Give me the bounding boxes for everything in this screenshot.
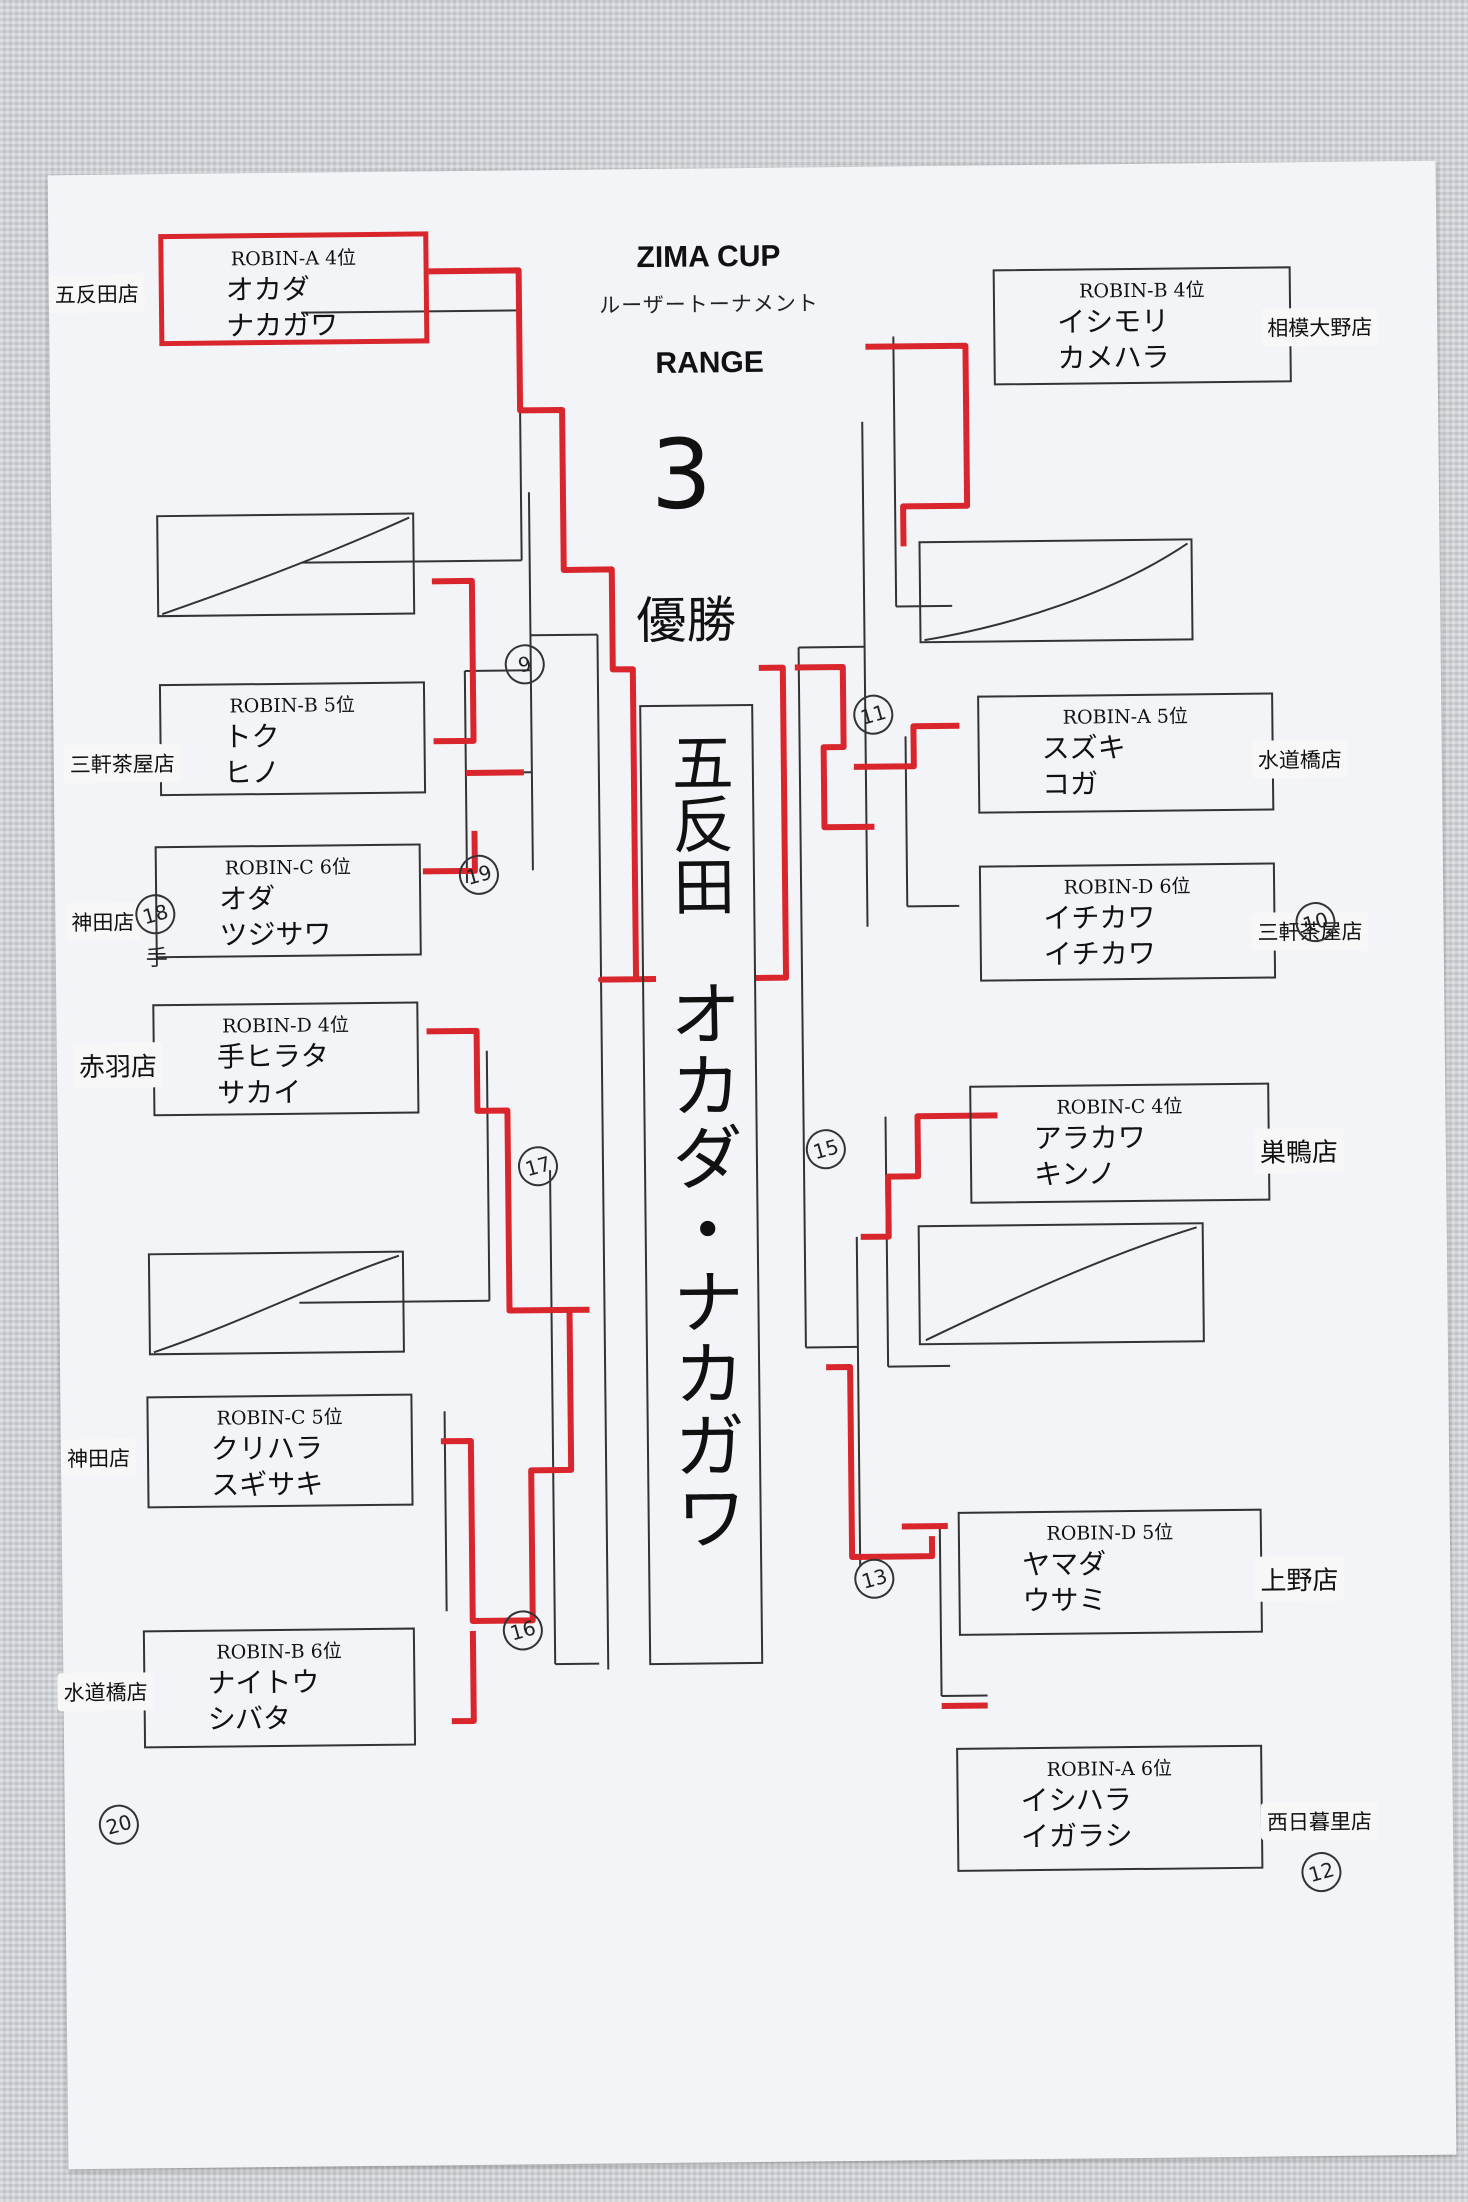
winner-label: 優勝 bbox=[635, 591, 737, 651]
entry-name-1: オカダ bbox=[225, 272, 310, 307]
entry-name-2: カメハラ bbox=[1057, 340, 1170, 375]
entry-name-2: キンノ bbox=[1033, 1157, 1117, 1192]
entry-name-1: オダ bbox=[219, 881, 276, 916]
entry-box-left-5: ROBIN-C 5位 クリハラ スギサキ bbox=[146, 1393, 414, 1509]
entry-name-2: ウサミ bbox=[1022, 1583, 1107, 1618]
entry-box-right-2: ROBIN-A 5位 スズキ コガ bbox=[977, 692, 1275, 814]
entry-box-left-4: ROBIN-D 4位 手ヒラタ サカイ bbox=[152, 1001, 420, 1117]
entry-store-right-6: 西日暮里店 bbox=[1260, 1801, 1379, 1841]
entry-name-1: アラカワ bbox=[1033, 1120, 1146, 1156]
entry-name-2: シバタ bbox=[207, 1701, 292, 1736]
round-number: 3 bbox=[650, 418, 713, 532]
champion-box: 五反田 オカダ・ナカガワ bbox=[639, 703, 764, 1666]
entry-store-left-1: 五反田店 bbox=[48, 274, 146, 314]
entry-store-left-2: 三軒茶屋店 bbox=[63, 743, 181, 784]
entry-box-right-1: ROBIN-B 4位 イシモリ カメハラ bbox=[992, 266, 1292, 386]
entry-store-left-4: 赤羽店 bbox=[72, 1042, 164, 1089]
entry-store-left-3: 神田店 bbox=[65, 902, 141, 942]
entry-store-right-2: 水道橋店 bbox=[1251, 739, 1348, 779]
category-title: RANGE bbox=[655, 345, 764, 380]
entry-box-left-6: ROBIN-B 6位 ナイトウ シバタ bbox=[142, 1627, 417, 1749]
entry-name-1: トク bbox=[223, 719, 280, 754]
champion-store: 五反田 bbox=[660, 730, 736, 917]
entry-store-right-1: 相模大野店 bbox=[1261, 307, 1379, 347]
entry-name-1: イシハラ bbox=[1020, 1783, 1133, 1818]
entry-name-2: スギサキ bbox=[211, 1467, 324, 1502]
entry-name-2: ヒノ bbox=[223, 755, 281, 790]
entry-name-2: イガラシ bbox=[1020, 1819, 1133, 1854]
entry-box-right-3: ROBIN-D 6位 イチカワ イチカワ bbox=[978, 862, 1277, 982]
bracket-lines bbox=[147, 267, 1205, 1725]
entry-rank: ROBIN-C 6位 bbox=[224, 856, 352, 880]
entry-store-right-5: 上野店 bbox=[1254, 1555, 1345, 1602]
entry-store-right-4: 巣鴨店 bbox=[1253, 1127, 1345, 1174]
entry-name-1: スズキ bbox=[1041, 731, 1126, 765]
entry-rank: ROBIN-D 5位 bbox=[1046, 1521, 1174, 1545]
tournament-subtitle: ルーザートーナメント bbox=[599, 291, 819, 318]
entry-name-1: クリハラ bbox=[210, 1431, 324, 1466]
entry-store-left-5: 神田店 bbox=[60, 1438, 137, 1478]
entry-name-1: 手ヒラタ bbox=[216, 1039, 330, 1074]
entry-name-1: ヤマダ bbox=[1022, 1547, 1107, 1582]
entry-box-left-3: ROBIN-C 6位 オダ ツジサワ bbox=[154, 843, 422, 959]
entry-store-left-6: 水道橋店 bbox=[57, 1672, 154, 1712]
entry-box-right-6: ROBIN-A 6位 イシハラ イガラシ bbox=[956, 1744, 1264, 1872]
entry-name-1: ナイトウ bbox=[207, 1665, 320, 1700]
entry-name-1: イチカワ bbox=[1043, 900, 1156, 935]
entry-rank: ROBIN-B 5位 bbox=[229, 694, 356, 718]
entry-box-left-1: ROBIN-A 4位 オカダ ナカガワ bbox=[158, 231, 430, 347]
entry-name-2: ナカガワ bbox=[226, 308, 339, 343]
note-mark: 手 bbox=[145, 946, 168, 972]
entry-box-right-4: ROBIN-C 4位 アラカワ キンノ bbox=[969, 1082, 1271, 1204]
bracket-sheet: ZIMA CUP ルーザートーナメント RANGE 3 優勝 五反田 オカダ・ナ… bbox=[47, 160, 1457, 2170]
tournament-title: ZIMA CUP bbox=[636, 239, 781, 275]
entry-name-2: ツジサワ bbox=[219, 917, 332, 952]
entry-box-left-2: ROBIN-B 5位 トク ヒノ bbox=[158, 681, 427, 797]
champion-names: オカダ・ナカガワ bbox=[656, 976, 747, 1553]
entry-name-2: サカイ bbox=[217, 1075, 302, 1110]
entry-name-2: コガ bbox=[1041, 767, 1099, 801]
entry-name-1: イシモリ bbox=[1057, 304, 1170, 339]
entry-box-right-5: ROBIN-D 5位 ヤマダ ウサミ bbox=[957, 1508, 1263, 1636]
entry-name-2: イチカワ bbox=[1043, 936, 1156, 971]
